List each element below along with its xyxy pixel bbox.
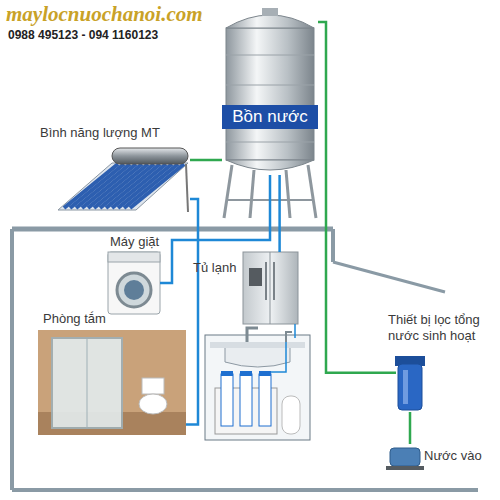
node-label: Thiết bị lọc tổng nước sinh hoạt bbox=[388, 312, 492, 344]
node-label: Nước vào bbox=[424, 448, 482, 464]
water-pipe bbox=[160, 175, 270, 283]
water-pipe bbox=[409, 412, 412, 444]
toilet-tank bbox=[142, 378, 164, 394]
whole-house-filter: Thiết bị lọc tổng nước sinh hoạt bbox=[396, 356, 424, 412]
node-label: Bình năng lượng MT bbox=[40, 125, 160, 141]
ro-cartridge bbox=[259, 374, 271, 426]
watermark: maylocnuochanoi.com bbox=[6, 2, 203, 27]
drain-pipe bbox=[333, 262, 445, 292]
filter-housing bbox=[398, 364, 422, 410]
water-pipe bbox=[190, 159, 222, 162]
fridge-body bbox=[243, 252, 298, 324]
countertop bbox=[210, 342, 305, 348]
ro-faucet bbox=[286, 332, 292, 342]
water-pipe bbox=[186, 199, 198, 425]
tank-base bbox=[226, 160, 314, 170]
ro-cap bbox=[259, 371, 271, 376]
house-wall bbox=[331, 229, 335, 262]
solar-tube bbox=[118, 164, 172, 208]
water-pipe bbox=[278, 175, 281, 252]
solar-tube bbox=[124, 164, 178, 208]
tank-rib bbox=[226, 85, 314, 86]
fridge: Tủ lạnh bbox=[243, 252, 298, 324]
node-label: Phòng tắm bbox=[43, 311, 106, 327]
node-label: Bồn nước bbox=[222, 105, 318, 129]
washer-body bbox=[108, 252, 160, 314]
bathroom: Phòng tắm bbox=[38, 330, 186, 435]
pump-base bbox=[386, 466, 424, 470]
phone-number: 0988 495123 - 094 1160123 bbox=[8, 28, 158, 42]
filter-highlight bbox=[403, 370, 408, 404]
house-floor bbox=[12, 488, 478, 492]
water-tank: Bồn nước bbox=[222, 5, 318, 175]
sink-bowl bbox=[225, 348, 290, 367]
solar-tube bbox=[130, 164, 184, 208]
ro-cartridge bbox=[240, 374, 252, 426]
ro-cap bbox=[221, 371, 233, 376]
ro-tubing bbox=[271, 324, 295, 372]
water-pump: Nước vào bbox=[388, 444, 422, 470]
washer-panel bbox=[108, 252, 160, 262]
solar-cylinder bbox=[112, 148, 188, 164]
sink-cabinet bbox=[205, 335, 310, 440]
ro-cap bbox=[240, 371, 252, 376]
washing-machine: Máy giặt bbox=[108, 252, 160, 314]
tank-lid bbox=[262, 8, 278, 16]
node-label: Máy giặt bbox=[110, 234, 159, 250]
shower-door bbox=[87, 338, 88, 428]
solar-heater: Bình năng lượng MT bbox=[50, 147, 190, 212]
fridge-handle bbox=[265, 262, 267, 300]
water-pipe bbox=[318, 22, 396, 373]
shower-glass bbox=[52, 338, 122, 428]
fridge-door-split bbox=[270, 252, 271, 324]
tank-leg bbox=[250, 170, 254, 218]
solar-tubes bbox=[58, 163, 188, 210]
tank-leg bbox=[224, 165, 232, 218]
ro-pressure-tank bbox=[282, 396, 300, 434]
tank-leg bbox=[286, 170, 290, 218]
tank-rib bbox=[226, 142, 314, 143]
tank-leg bbox=[308, 165, 316, 218]
house-wall bbox=[10, 229, 14, 490]
fridge-dispenser bbox=[249, 268, 262, 286]
node-label: Tủ lạnh bbox=[193, 260, 236, 276]
solar-frame bbox=[58, 163, 188, 210]
washer-door bbox=[117, 273, 151, 307]
toilet-bowl bbox=[139, 394, 167, 414]
faucet bbox=[247, 328, 258, 342]
bathroom-photo bbox=[38, 330, 186, 435]
tank-rib bbox=[226, 55, 314, 56]
pump-body bbox=[390, 448, 420, 466]
ro-cartridge bbox=[221, 374, 233, 426]
washer-drum bbox=[124, 280, 144, 300]
ceiling-slab bbox=[12, 227, 333, 232]
tank-body bbox=[226, 28, 314, 160]
tank-dome bbox=[226, 15, 314, 28]
solar-support bbox=[186, 164, 188, 212]
fridge-handle bbox=[273, 262, 275, 300]
